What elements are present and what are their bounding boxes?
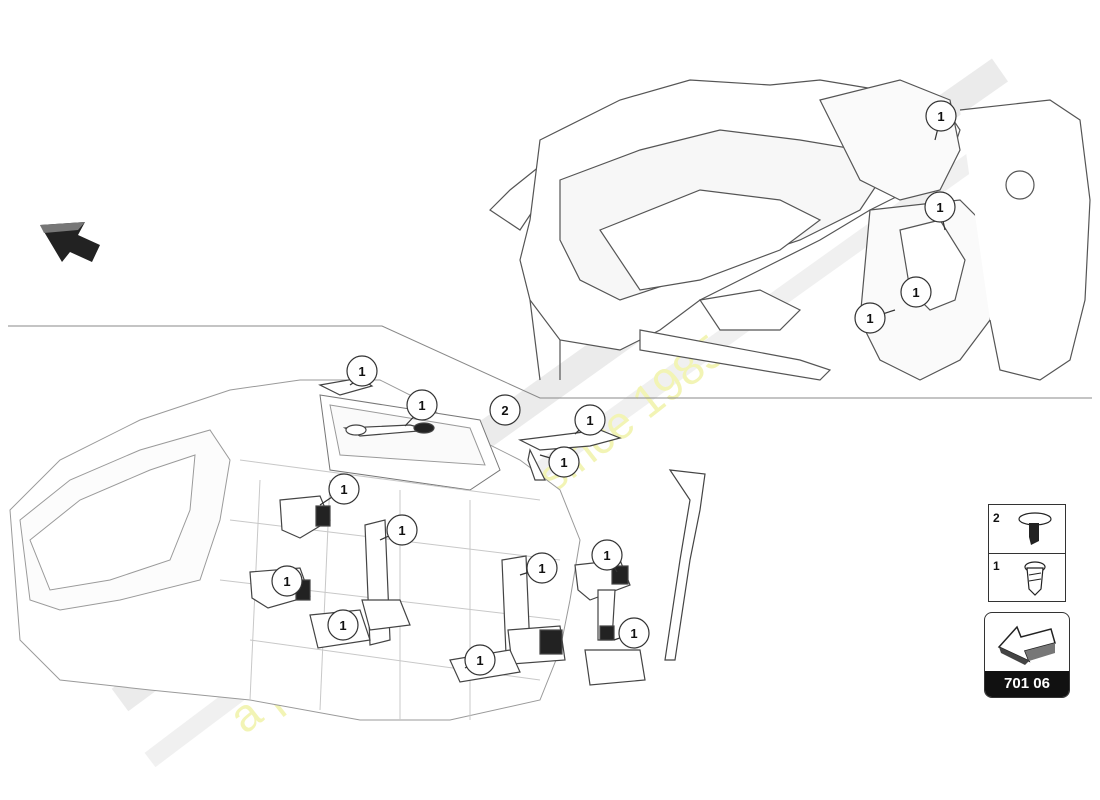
clip-fastener-icon (1018, 512, 1052, 545)
callout-label: 1 (912, 285, 919, 300)
callout-1: 1 (406, 389, 438, 421)
callout-label: 1 (937, 109, 944, 124)
direction-arrow-icon (40, 222, 100, 262)
callout-label: 1 (339, 618, 346, 633)
car-body-shell (9, 379, 581, 721)
legend-row-2: 2 (989, 505, 1065, 554)
callout-1: 1 (271, 565, 303, 597)
callout-1: 1 (924, 191, 956, 223)
callout-label: 1 (936, 200, 943, 215)
callouts: 1 1 1 1 1 1 2 1 (271, 100, 957, 676)
callout-1: 1 (328, 473, 360, 505)
callout-1: 1 (386, 514, 418, 546)
callout-2: 2 (489, 394, 521, 426)
front-frame-assembly (489, 79, 1091, 381)
callout-1: 1 (854, 302, 886, 334)
callout-label: 1 (398, 523, 405, 538)
legend-number: 1 (993, 559, 1000, 573)
fastener-legend: 2 1 (988, 504, 1066, 602)
callout-1: 1 (618, 617, 650, 649)
callout-label: 1 (560, 455, 567, 470)
legend-number: 2 (993, 511, 1000, 525)
callout-1: 1 (464, 644, 496, 676)
reference-code: 701 06 (985, 671, 1069, 697)
reference-box: 701 06 (984, 612, 1070, 698)
callout-label: 1 (586, 413, 593, 428)
callout-1: 1 (346, 355, 378, 387)
callout-1: 1 (925, 100, 957, 132)
callout-1: 1 (548, 446, 580, 478)
callout-label: 1 (418, 398, 425, 413)
callout-label: 1 (630, 626, 637, 641)
callout-label: 1 (476, 653, 483, 668)
callout-label: 1 (538, 561, 545, 576)
screw-fastener-icon (1024, 561, 1046, 596)
direction-arrow-icon (997, 625, 1056, 665)
callout-label: 1 (283, 574, 290, 589)
callout-1: 1 (591, 539, 623, 571)
callout-label: 1 (603, 548, 610, 563)
callout-label: 1 (358, 364, 365, 379)
callout-1: 1 (526, 552, 558, 584)
callout-label: 2 (501, 403, 508, 418)
callout-1: 1 (327, 609, 359, 641)
callout-label: 1 (866, 311, 873, 326)
callout-1: 1 (574, 404, 606, 436)
legend-row-1: 1 (989, 553, 1065, 601)
separator-line (8, 325, 1092, 399)
callout-label: 1 (340, 482, 347, 497)
callout-1: 1 (900, 276, 932, 308)
